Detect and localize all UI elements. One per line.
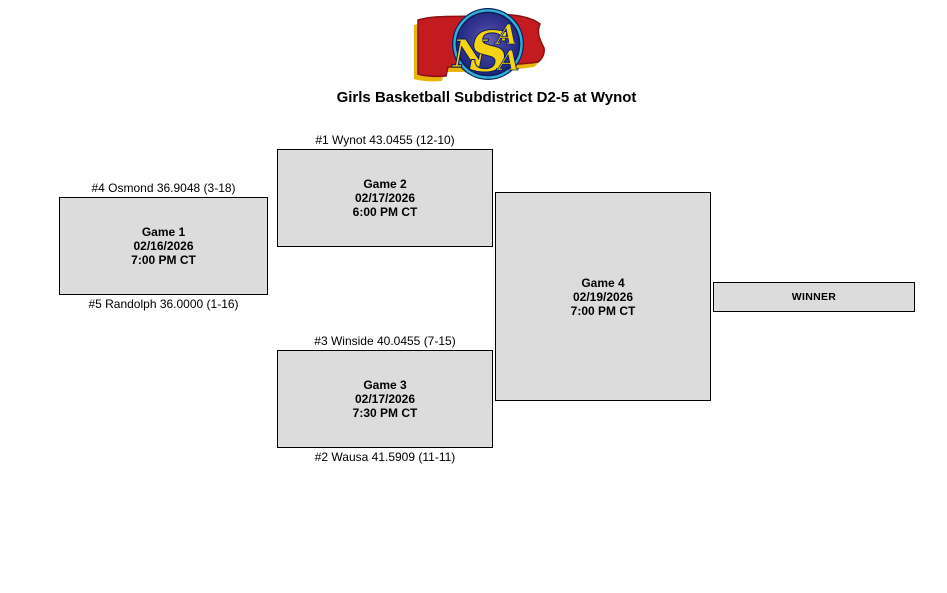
game-3-box: Game 3 02/17/2026 7:30 PM CT [277,350,493,448]
game-4-date: 02/19/2026 [572,289,634,304]
game-2-box: Game 2 02/17/2026 6:00 PM CT [277,149,493,247]
seed-label-randolph: #5 Randolph 36.0000 (1-16) [88,297,239,311]
seed-label-winside: #3 Winside 40.0455 (7-15) [314,334,456,348]
game-1-name: Game 1 [141,225,186,239]
logo-letter-n: N [452,31,489,76]
game-3-time: 7:30 PM CT [352,406,418,420]
logo-letter-a1: A [494,20,518,51]
game-2-time: 6:00 PM CT [352,205,418,219]
game-1-date: 02/16/2026 [133,239,194,253]
logo-circle-inner [455,11,521,77]
logo-letter-s: S [469,19,509,84]
game-4-time: 7:00 PM CT [570,303,636,318]
logo-letter-a2: A [496,46,520,77]
winner-box: WINNER [713,282,915,312]
seed-label-wynot: #1 Wynot 43.0455 (12-10) [315,133,455,147]
game-3-name: Game 3 [363,378,407,392]
seed-label-osmond: #4 Osmond 36.9048 (3-18) [91,181,236,195]
winner-label: WINNER [791,291,837,303]
logo-circle-teal-ring [453,9,523,79]
seed-label-wausa: #2 Wausa 41.5909 (11-11) [314,450,456,464]
game-4-name: Game 4 [581,275,625,290]
game-2-date: 02/17/2026 [354,191,416,205]
page-title: Girls Basketball Subdistrict D2-5 at Wyn… [336,89,637,106]
nsaa-logo: N S A A [414,8,545,84]
game-3-date: 02/17/2026 [354,392,416,406]
game-2-name: Game 2 [363,177,407,191]
game-4-box: Game 4 02/19/2026 7:00 PM CT [495,192,711,401]
game-1-time: 7:00 PM CT [131,253,196,267]
game-1-box: Game 1 02/16/2026 7:00 PM CT [59,197,268,295]
